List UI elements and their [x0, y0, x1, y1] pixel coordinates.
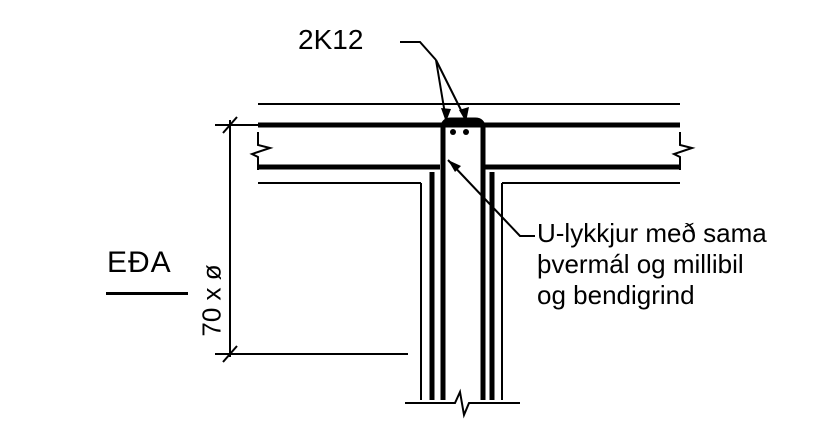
bar-callout-leader [400, 41, 437, 61]
note-line-2: þvermál og millibil [537, 249, 744, 279]
note-arrowhead [448, 160, 461, 172]
slab-break-left [249, 132, 274, 170]
u-bar-note: U-lykkjur með sama þvermál og millibil o… [537, 218, 767, 311]
side-label-underline [106, 292, 188, 295]
note-line-1: U-lykkjur með sama [537, 218, 767, 248]
dimension-tick-top [222, 116, 238, 134]
dimension-label: 70 x ø [196, 264, 227, 337]
dimension-tick-bottom [222, 345, 238, 363]
u-bar-loop [440, 117, 486, 400]
note-line-3: og bendigrind [537, 280, 695, 310]
bar-arrowhead-b [459, 107, 469, 122]
wall-break [405, 388, 520, 419]
bar-callout-label: 2K12 [298, 24, 364, 55]
note-leader [447, 159, 535, 237]
bar-arrowhead-a [441, 108, 451, 122]
slab-break-right [671, 132, 696, 170]
bar-dot-a [450, 129, 456, 135]
bar-dot-b [463, 129, 469, 135]
side-label-eda: EÐA [107, 246, 172, 279]
